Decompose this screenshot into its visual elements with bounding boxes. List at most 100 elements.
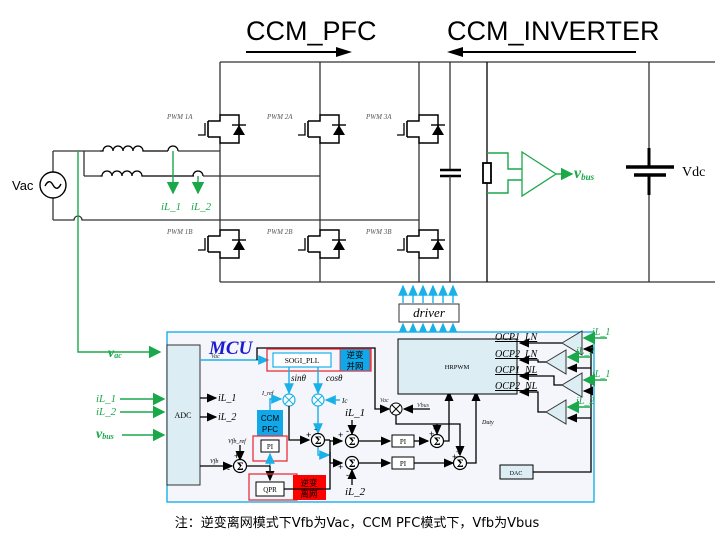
power-stage: Vdc Vac iL_1 iL_2 bbox=[12, 61, 715, 359]
vac-source-label: Vac bbox=[12, 178, 34, 193]
inductor-l2 bbox=[100, 170, 194, 177]
sum-icon bbox=[232, 458, 248, 474]
feedforward-multiplier bbox=[389, 402, 403, 416]
multiplier-cross bbox=[284, 395, 294, 405]
pfc-pi-block bbox=[260, 439, 280, 453]
inverter-direction-arrowhead bbox=[447, 47, 463, 57]
sum-icon bbox=[344, 433, 360, 449]
multiplier-cross bbox=[391, 404, 401, 414]
comparator-icon bbox=[545, 349, 567, 375]
adc-in-vac-label: vac bbox=[108, 346, 122, 361]
lower-duty-wire bbox=[467, 390, 481, 464]
vdc-label: Vdc bbox=[682, 165, 705, 180]
ff-to-lower-sum bbox=[395, 415, 465, 457]
adc-in-vbus-label: vbus bbox=[96, 427, 114, 442]
comparator-input-label: iL_1 bbox=[592, 327, 610, 338]
sum-symbol: Σ bbox=[314, 436, 321, 447]
qpr-label: QPR bbox=[263, 486, 277, 494]
sign-label: + bbox=[429, 429, 434, 439]
body-diode-icon bbox=[432, 125, 444, 135]
mosfet-body bbox=[407, 229, 439, 259]
mosfet-switch: PWM 1B bbox=[166, 228, 246, 259]
summing-junction: Σ bbox=[344, 455, 360, 471]
mosfet-gate bbox=[298, 238, 306, 251]
dac-label: DAC bbox=[510, 471, 523, 477]
body-diode-icon bbox=[333, 240, 345, 250]
sum-symbol: Σ bbox=[456, 459, 463, 470]
ccm-pfc-badge bbox=[257, 410, 283, 436]
summing-junction: Σ bbox=[232, 458, 248, 474]
neutral-wire bbox=[53, 215, 419, 221]
driver-block: driver bbox=[398, 284, 460, 338]
sum-symbol: Σ bbox=[433, 437, 440, 448]
ocp-output-label: OCP2_NL bbox=[495, 381, 538, 392]
pi-lower-label: PI bbox=[400, 460, 407, 468]
sign-label: + bbox=[234, 451, 239, 461]
sum-symbol: Σ bbox=[236, 462, 243, 473]
body-diode-icon bbox=[432, 240, 444, 250]
sum-symbol: Σ bbox=[348, 459, 355, 470]
mosfet-body bbox=[308, 114, 340, 144]
sense-resistor bbox=[482, 162, 492, 184]
multiplier-cross bbox=[313, 395, 323, 405]
pfc-direction-arrowhead bbox=[336, 47, 352, 57]
off-grid-badge-line2: 离网 bbox=[300, 489, 317, 499]
l1-current-sensor-icon bbox=[167, 145, 179, 152]
adc-out-il1-label: iL_1 bbox=[218, 393, 236, 404]
sign-label: + bbox=[456, 447, 461, 457]
summing-junction: Σ bbox=[452, 455, 468, 471]
sum-icon bbox=[452, 455, 468, 471]
sin-label: sinθ bbox=[291, 373, 307, 383]
title-pfc-text: CCM_PFC bbox=[246, 16, 377, 46]
inductor-l1 bbox=[100, 145, 168, 152]
mosfet-gate bbox=[397, 123, 405, 136]
switch-label: PWM 3B bbox=[365, 228, 392, 236]
mosfet-gate bbox=[198, 238, 206, 251]
amp-in-plus bbox=[487, 152, 522, 170]
ccm-pfc-badge-line2: PFC bbox=[262, 425, 278, 434]
mosfet-switch: PWM 2B bbox=[266, 228, 346, 259]
switch-label: PWM 1A bbox=[166, 113, 193, 121]
footnote: 注：逆变离网模式下Vfb为Vac，CCM PFC模式下，Vfb为Vbus bbox=[175, 515, 540, 531]
grid-tie-frame bbox=[266, 348, 372, 372]
comparator-input-label: iL_2 bbox=[576, 396, 594, 407]
hrpwm-label: HRPWM bbox=[445, 364, 470, 371]
sum-icon bbox=[429, 433, 445, 449]
upper-duty-wire bbox=[444, 390, 454, 442]
il1-sense-label: iL_1 bbox=[161, 201, 181, 213]
ocp-output-label: OCP1_NL bbox=[495, 365, 538, 376]
iref-label: I_ref bbox=[261, 390, 275, 397]
off-grid-badge bbox=[293, 475, 326, 500]
multiplier-cos bbox=[311, 393, 325, 407]
l2-current-sensor-icon bbox=[192, 170, 204, 177]
sum-icon bbox=[310, 432, 326, 448]
adc-in-il1-label: iL_1 bbox=[96, 393, 116, 405]
sign-label: + bbox=[338, 430, 343, 440]
vbus-amplifier-icon bbox=[521, 150, 558, 198]
amp-in-minus bbox=[487, 179, 522, 194]
sign-label: + bbox=[433, 424, 438, 434]
sign-label: - bbox=[227, 464, 230, 474]
mosfet-body bbox=[208, 114, 240, 144]
adc-block bbox=[166, 344, 201, 486]
mosfet-gate bbox=[397, 238, 405, 251]
ocp-output-wire bbox=[518, 371, 562, 386]
mosfet-gate bbox=[298, 123, 306, 136]
fb-il1-label: iL_1 bbox=[345, 407, 365, 419]
vbus-sense-amplifier: vbus bbox=[487, 150, 595, 198]
pfc-pi-label: PI bbox=[267, 443, 274, 451]
sum-icon bbox=[344, 455, 360, 471]
iref-wire bbox=[269, 394, 283, 410]
sign-label: - bbox=[314, 424, 317, 434]
qpr-out-wire bbox=[284, 452, 331, 490]
ocp-output-wire bbox=[518, 355, 546, 365]
summing-junction: Σ bbox=[310, 432, 326, 448]
multiplier-sin bbox=[282, 393, 296, 407]
mosfet-switch: PWM 1A bbox=[166, 113, 246, 144]
fb-il2-label: iL_2 bbox=[345, 486, 366, 498]
